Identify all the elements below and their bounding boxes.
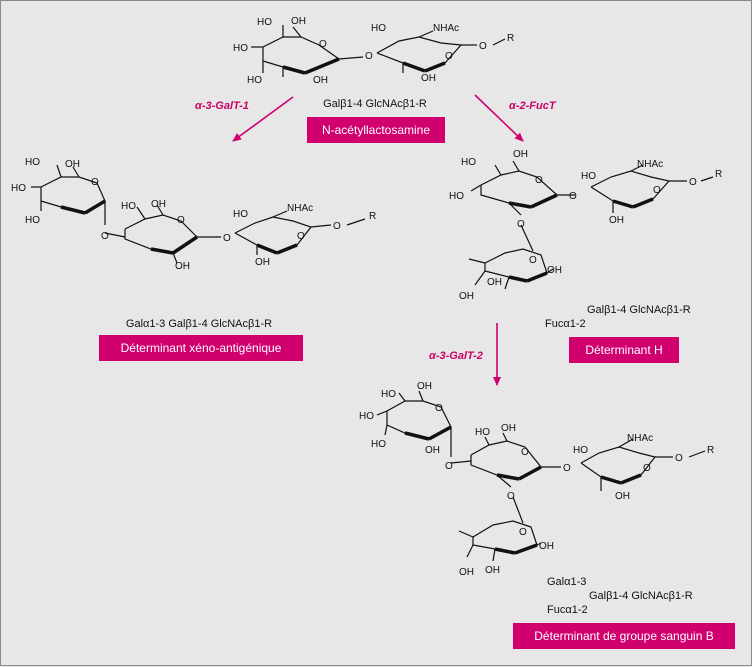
atom-nhac: NHAc <box>433 23 459 34</box>
atom-ho: HO <box>121 201 136 212</box>
left-name-box <box>99 335 303 361</box>
atom-ho: HO <box>247 75 262 86</box>
top-atom-labels: HO OH HO HO OH O O HO NHAc O OH O R <box>233 16 514 86</box>
bottom-name-box <box>513 623 735 649</box>
structure-n-acetyllactosamine <box>251 25 506 77</box>
atom-o: O <box>177 215 185 226</box>
atom-ho: HO <box>233 209 248 220</box>
atom-o: O <box>521 447 529 458</box>
atom-ho: HO <box>371 23 386 34</box>
atom-o: O <box>333 221 341 232</box>
atom-oh: OH <box>539 541 554 552</box>
top-name-box <box>307 117 445 143</box>
atom-ho: HO <box>573 445 588 456</box>
atom-nhac: NHAc <box>637 159 663 170</box>
atom-o: O <box>563 463 571 474</box>
atom-o: O <box>653 185 661 196</box>
atom-ho: HO <box>359 411 374 422</box>
atom-oh: OH <box>65 159 80 170</box>
atom-r: R <box>369 211 376 222</box>
atom-o: O <box>297 231 305 242</box>
enzyme-galt1: α-3-GalT-1 <box>195 100 249 112</box>
atom-o: O <box>689 177 697 188</box>
atom-ho: HO <box>257 17 272 28</box>
structure-blood-group-b <box>376 390 706 562</box>
top-name: N-acétyllactosamine <box>322 123 430 137</box>
atom-o: O <box>319 39 327 50</box>
atom-oh: OH <box>255 257 270 268</box>
atom-o: O <box>445 461 453 472</box>
atom-oh: OH <box>609 215 624 226</box>
atom-ho: HO <box>449 191 464 202</box>
atom-o: O <box>479 41 487 52</box>
bottom-formula-line3: Fucα1-2 <box>547 604 588 616</box>
enzyme-fuct: α-2-FucT <box>509 100 557 112</box>
atom-ho: HO <box>233 43 248 54</box>
atom-o: O <box>223 233 231 244</box>
right-name: Déterminant H <box>585 343 662 357</box>
arrow-to-xeno <box>232 96 294 142</box>
atom-o: O <box>675 453 683 464</box>
atom-ho: HO <box>581 171 596 182</box>
structure-h-antigen <box>468 160 714 290</box>
atom-oh: OH <box>151 199 166 210</box>
atom-oh: OH <box>459 291 474 302</box>
bottom-formula-line2: Galβ1-4 GlcNAcβ1-R <box>589 590 693 602</box>
atom-oh: OH <box>485 565 500 576</box>
atom-oh: OH <box>417 381 432 392</box>
top-formula: Galβ1-4 GlcNAcβ1-R <box>323 98 427 110</box>
atom-oh: OH <box>421 73 436 84</box>
atom-oh: OH <box>501 423 516 434</box>
enzyme-galt2: α-3-GalT-2 <box>429 350 483 362</box>
atom-oh: OH <box>615 491 630 502</box>
structure-xeno-antigen <box>31 164 366 264</box>
atom-oh: OH <box>175 261 190 272</box>
atom-o: O <box>445 51 453 62</box>
atom-o: O <box>519 527 527 538</box>
bottom-atom-labels: HO OH HO HO OH O O HO OH O O O HO NHAc O… <box>359 381 714 578</box>
atom-oh: OH <box>513 149 528 160</box>
atom-o: O <box>101 231 109 242</box>
atom-r: R <box>507 33 514 44</box>
atom-ho: HO <box>25 157 40 168</box>
atom-oh: OH <box>313 75 328 86</box>
atom-o: O <box>507 491 515 502</box>
atom-r: R <box>715 169 722 180</box>
atom-r: R <box>707 445 714 456</box>
atom-o: O <box>643 463 651 474</box>
atom-oh: OH <box>487 277 502 288</box>
atom-ho: HO <box>25 215 40 226</box>
atom-ho: HO <box>461 157 476 168</box>
atom-oh: OH <box>547 265 562 276</box>
atom-o: O <box>435 403 443 414</box>
atom-o: O <box>529 255 537 266</box>
atom-ho: HO <box>381 389 396 400</box>
right-name-box <box>569 337 679 363</box>
atom-o: O <box>535 175 543 186</box>
atom-oh: OH <box>291 16 306 27</box>
atom-oh: OH <box>425 445 440 456</box>
atom-oh: OH <box>459 567 474 578</box>
right-atom-labels: HO OH HO O O O HO NHAc O OH O R O OH OH … <box>449 149 722 302</box>
left-name: Déterminant xéno-antigénique <box>121 341 282 355</box>
atom-o: O <box>569 191 577 202</box>
bottom-formula-line1: Galα1-3 <box>547 576 586 588</box>
atom-o: O <box>365 51 373 62</box>
right-formula-line1: Galβ1-4 GlcNAcβ1-R <box>587 304 691 316</box>
atom-o: O <box>517 219 525 230</box>
left-atom-labels: HO OH HO HO O O HO OH O OH O HO NHAc O O… <box>11 157 376 272</box>
arrow-to-h <box>474 94 524 142</box>
atom-ho: HO <box>475 427 490 438</box>
atom-nhac: NHAc <box>627 433 653 444</box>
left-formula: Galα1-3 Galβ1-4 GlcNAcβ1-R <box>126 318 272 330</box>
atom-ho: HO <box>11 183 26 194</box>
right-formula-line2: Fucα1-2 <box>545 318 586 330</box>
atom-nhac: NHAc <box>287 203 313 214</box>
atom-o: O <box>91 177 99 188</box>
bottom-name: Déterminant de groupe sanguin B <box>534 629 713 643</box>
atom-ho: HO <box>371 439 386 450</box>
